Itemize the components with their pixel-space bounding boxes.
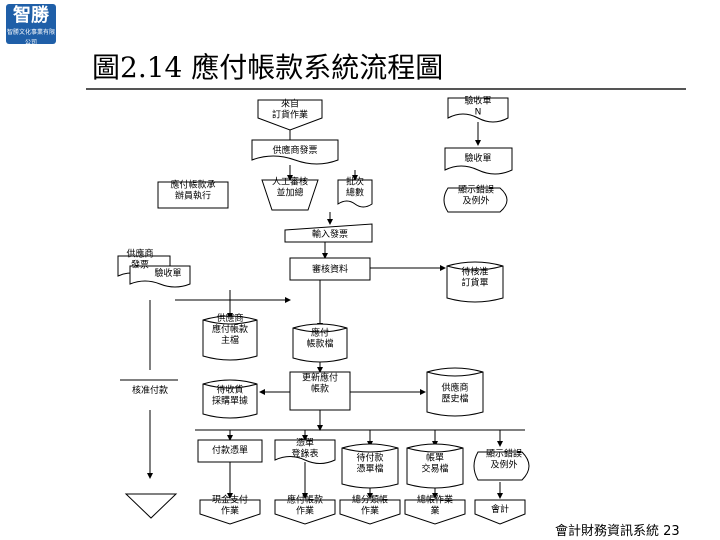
label-approve-payment: 核准付款: [132, 384, 168, 396]
label-display-errors-2: 顯示錯誤及例外: [486, 448, 522, 471]
label-update-ap: 更新應付帳款: [302, 372, 338, 395]
footer-page-label: 會計財務資訊系統 23: [555, 524, 680, 539]
document-receipt-2: [129, 265, 191, 288]
label-pending-voucher: 待付款憑單檔: [356, 452, 383, 475]
display-errors-1-shape: [443, 187, 508, 213]
display-errors-2-shape: [473, 451, 530, 481]
label-accounting: 會計: [491, 503, 509, 515]
label-voucher-journal: 憑單登錄表: [291, 438, 318, 460]
logo-main-text: 智勝: [13, 5, 49, 26]
label-gl-work: 總分類帳作業: [352, 494, 388, 517]
manual-input-enter-invoice: [284, 223, 373, 243]
disk-vendor-history: [426, 367, 484, 417]
label-vendor-ap-master: 供應商應付帳款主檔: [212, 312, 248, 346]
label-vendor-history: 供應商歷史檔: [441, 382, 468, 405]
offpage-cash: [199, 499, 261, 525]
label-ap-file: 應付帳款檔: [306, 327, 333, 350]
offpage-accounting: [474, 499, 526, 525]
disk-ap-file: [292, 323, 348, 363]
publisher-logo: 智勝 智勝文化事業有限公司: [6, 4, 56, 46]
process-update-ap: [289, 371, 351, 411]
label-cash-disbursement: 現金支付作業: [212, 494, 248, 517]
label-enter-invoice: 輸入發票: [312, 228, 348, 240]
title-divider: [86, 88, 686, 90]
document-receipt: [444, 147, 513, 175]
label-vendor-trans: 帳單交易檔: [421, 452, 448, 475]
manual-verify-shape: [261, 179, 319, 211]
label-display-errors-1: 顯示錯誤及例外: [458, 184, 494, 207]
label-batch-total: 批次總數: [346, 176, 364, 199]
payment-voucher-shape: [197, 439, 263, 463]
label-open-receipts: 待收貨採購單據: [212, 384, 248, 407]
document-batch-total: [337, 179, 373, 208]
label-vendor-invoice-2: 供應商發票: [126, 248, 153, 271]
document-voucher-journal: [274, 439, 336, 464]
offline-storage: [124, 493, 178, 519]
disk-pending-voucher: [341, 443, 399, 489]
label-summary-work: 總帳作業業: [417, 494, 453, 517]
label-receipt-doc-2: 驗收單: [154, 267, 181, 279]
label-ap-clerk: 應付帳款承辦員執行: [170, 179, 215, 202]
offpage-ap-ledger: [274, 499, 336, 525]
slide-title: 圖2.14 應付帳款系統流程圖: [92, 51, 444, 84]
offpage-gl: [339, 499, 401, 525]
label-manual-verify: 人工審核並加總: [272, 176, 308, 199]
annotation-ap-clerk: [157, 181, 229, 209]
logo-sub-text: 智勝文化事業有限公司: [6, 29, 55, 46]
document-receipt-in: [447, 97, 509, 123]
label-payment-voucher: 付款憑單: [212, 444, 248, 456]
disk-vendor-ap-master: [202, 315, 258, 361]
label-open-po: 待核准訂貨單: [461, 266, 488, 289]
disk-vendor-trans: [406, 443, 464, 489]
label-orders-from: 來自訂貨作業: [272, 98, 308, 121]
offpage-connector-orders: [257, 99, 323, 131]
label-vendor-invoice: 供應商發票: [272, 144, 317, 156]
document-vendor-invoice: [251, 139, 339, 165]
label-ap-ledger-work: 應付帳款作業: [287, 494, 323, 517]
disk-open-po: [446, 261, 504, 303]
offpage-summary: [404, 499, 466, 525]
disk-open-receipts: [202, 379, 258, 419]
process-edit-data: [289, 257, 371, 281]
label-edit-data: 審核資料: [312, 263, 348, 275]
label-receipt-doc: 驗收單: [464, 152, 491, 164]
